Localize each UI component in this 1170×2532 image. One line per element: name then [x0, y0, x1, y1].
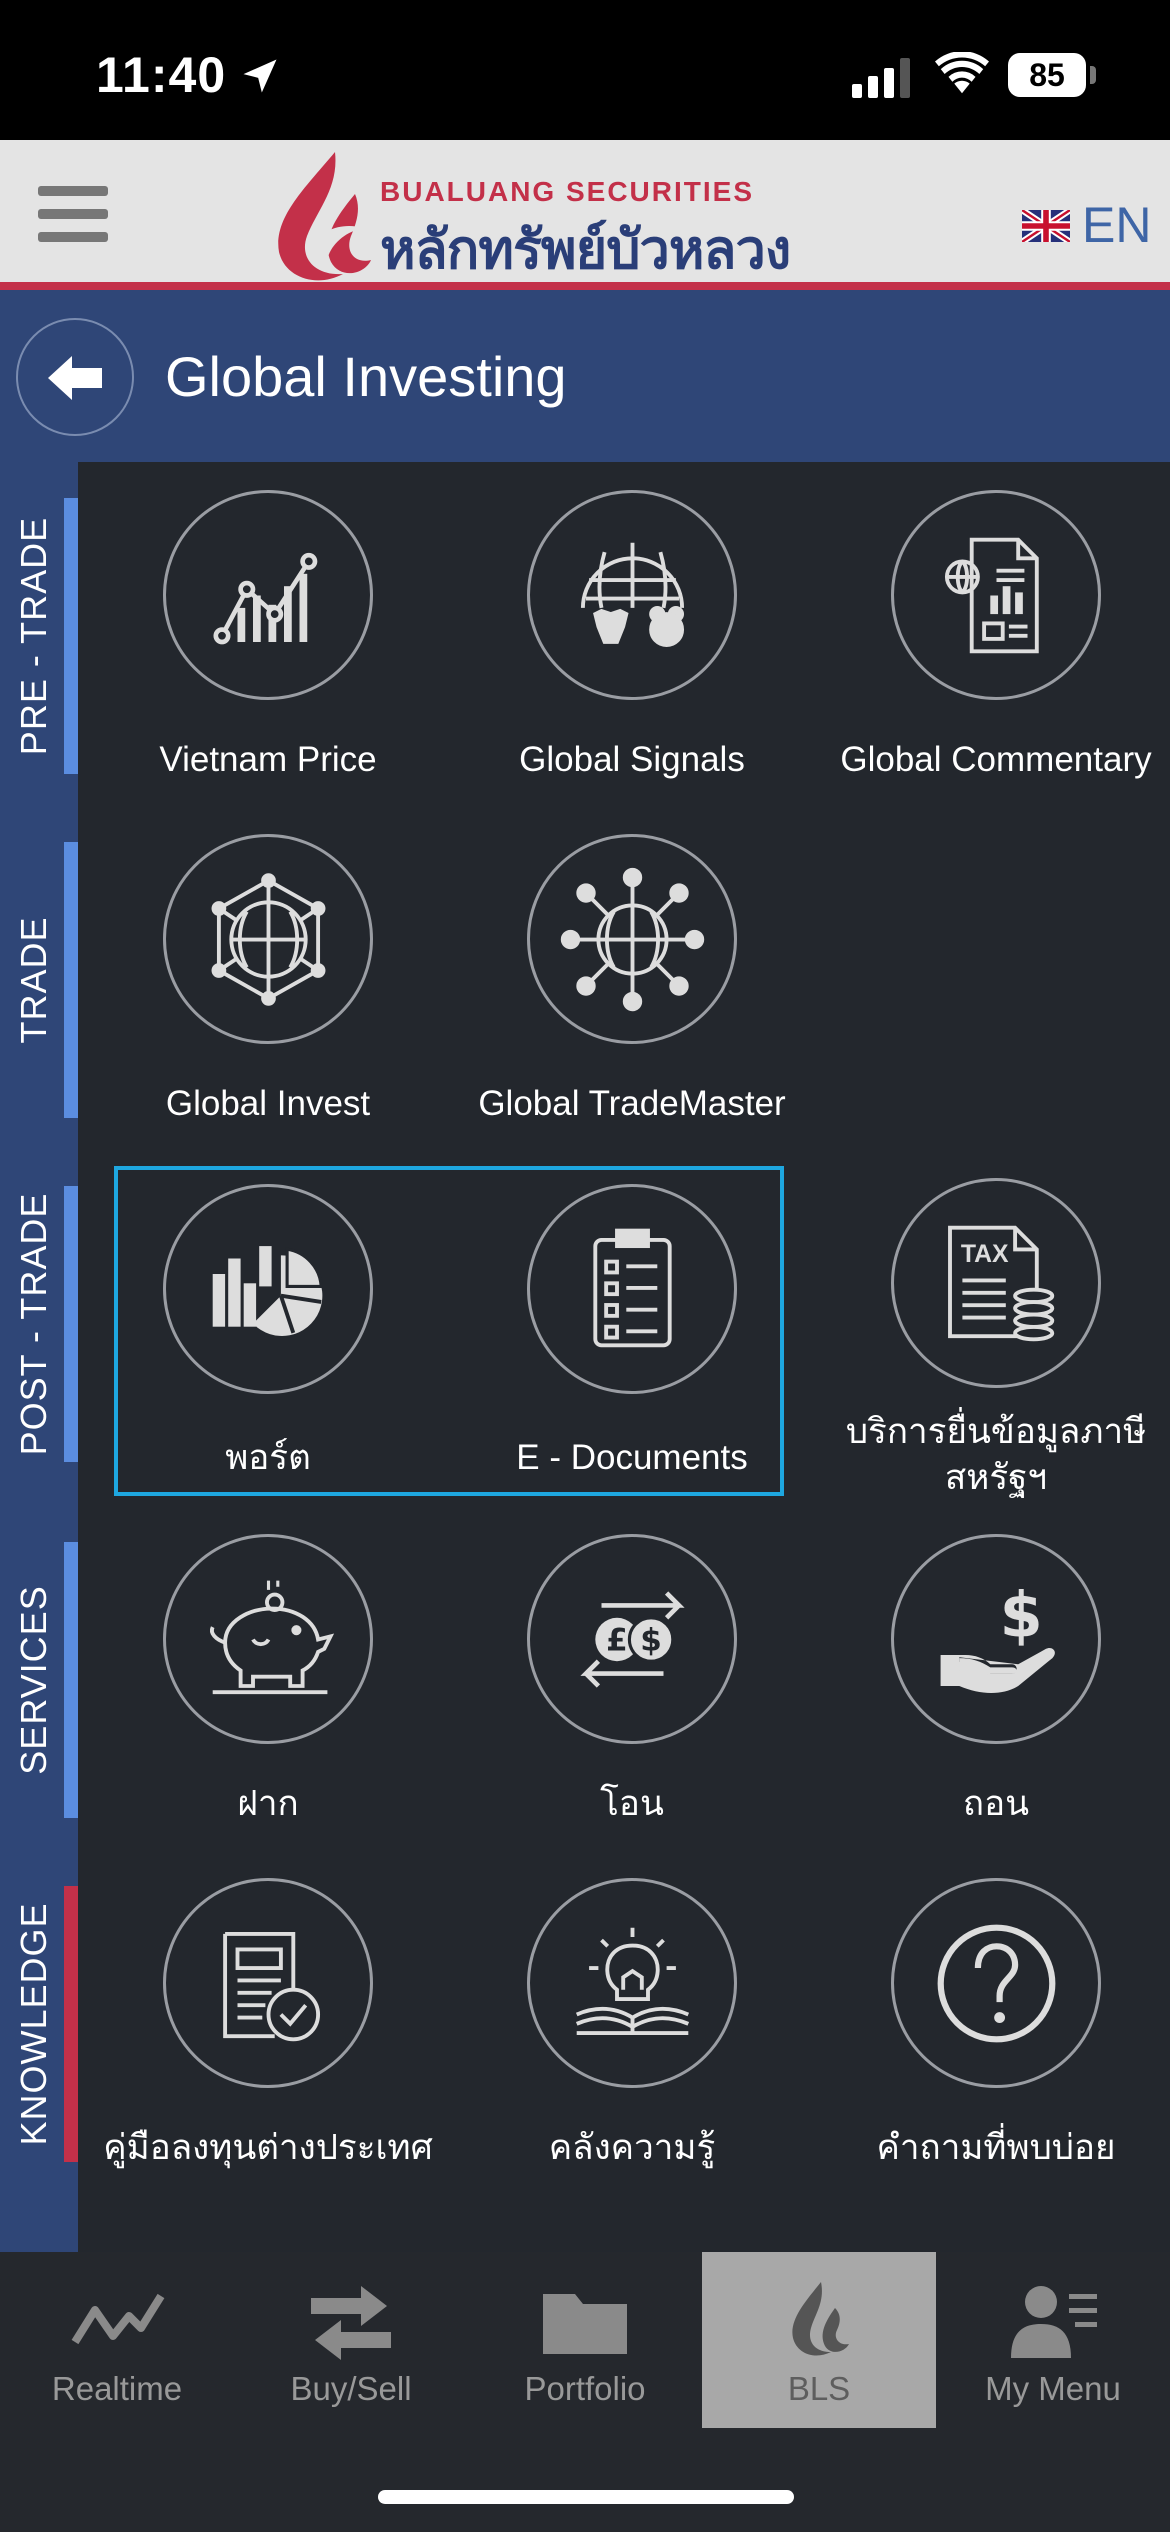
- menu-grid: Vietnam Price Global Signals: [78, 462, 1170, 2252]
- bls-lotus-icon: [792, 2282, 849, 2356]
- tile-label: Vietnam Price: [159, 740, 377, 779]
- app-header: BUALUANG SECURITIES หลักทรัพย์บัวหลวง EN: [0, 140, 1170, 290]
- svg-text:£: £: [606, 1622, 628, 1658]
- tile-label: Global Invest: [165, 1084, 371, 1123]
- tile-global-invest[interactable]: Global Invest: [78, 834, 458, 1123]
- nav-label: BLS: [787, 2370, 851, 2407]
- wifi-icon: [935, 52, 989, 94]
- question-mark-icon: [937, 1924, 1056, 2043]
- tile-vietnam-price[interactable]: Vietnam Price: [78, 490, 458, 779]
- battery-icon: 85: [1008, 53, 1086, 97]
- language-toggle[interactable]: EN: [1082, 197, 1152, 253]
- tile-portfolio[interactable]: พอร์ต: [78, 1184, 458, 1477]
- highlight-box: [114, 1166, 784, 1496]
- status-bar: 11:40 85: [0, 0, 1170, 140]
- tile-global-trademaster[interactable]: Global TradeMaster: [442, 834, 822, 1123]
- tile-e-documents[interactable]: E - Documents: [442, 1184, 822, 1477]
- globe-bull-bear-icon: [580, 542, 685, 648]
- cellular-signal-icon: [852, 58, 910, 98]
- line-chart-icon: [213, 552, 318, 645]
- checklist-clipboard-icon: [593, 1228, 672, 1348]
- swap-arrows-icon: [311, 2286, 391, 2360]
- location-arrow-icon: [243, 59, 277, 93]
- page-title: Global Investing: [165, 345, 567, 408]
- tile-global-commentary[interactable]: Global Commentary: [806, 490, 1170, 779]
- battery-level: 85: [1029, 57, 1065, 93]
- brand-name-th: หลักทรัพย์บัวหลวง: [380, 218, 791, 281]
- side-tab-label: POST - TRADE: [13, 1192, 54, 1456]
- hand-dollar-icon: $: [940, 1578, 1055, 1693]
- tile-knowledge-library[interactable]: คลังความรู้: [442, 1878, 822, 2167]
- side-tab-services[interactable]: SERVICES: [0, 1542, 78, 1818]
- tile-label: Global Signals: [519, 740, 745, 779]
- side-tab-trade[interactable]: TRADE: [0, 842, 78, 1118]
- globe-network-icon: [211, 873, 326, 1006]
- portfolio-pie-chart-icon: [212, 1246, 323, 1336]
- uk-flag-icon[interactable]: [1022, 210, 1070, 242]
- tile-faq[interactable]: คำถามที่พบบ่อย: [806, 1878, 1170, 2167]
- nav-bls[interactable]: BLS: [702, 2252, 936, 2428]
- tile-label-line2: สหรัฐฯ: [944, 1458, 1048, 1497]
- nav-realtime[interactable]: Realtime: [0, 2252, 234, 2428]
- hamburger-menu-icon[interactable]: [38, 186, 108, 242]
- nav-label: My Menu: [985, 2370, 1121, 2407]
- side-tab-label: TRADE: [13, 916, 54, 1044]
- tile-label: คลังความรู้: [548, 2128, 716, 2167]
- bottom-nav: Realtime Buy/Sell Portfolio BLS My Menu: [0, 2252, 1170, 2532]
- piggy-bank-icon: [210, 1580, 335, 1695]
- side-tab-label: PRE - TRADE: [13, 516, 54, 756]
- bualuang-logo-icon: [278, 152, 371, 281]
- report-document-icon: [944, 537, 1039, 654]
- tile-label: ถอน: [962, 1784, 1030, 1823]
- status-time: 11:40: [96, 47, 227, 103]
- side-tab-pre-trade[interactable]: PRE - TRADE: [0, 498, 78, 774]
- home-indicator[interactable]: [378, 2490, 794, 2504]
- battery-cap: [1090, 66, 1096, 84]
- nav-label: Buy/Sell: [290, 2370, 412, 2407]
- globe-nodes-icon: [560, 867, 705, 1012]
- user-menu-icon: [1011, 2286, 1097, 2358]
- tax-document-icon: TAX: [948, 1225, 1055, 1342]
- tile-label: โอน: [600, 1784, 664, 1823]
- nav-buy-sell[interactable]: Buy/Sell: [234, 2252, 468, 2428]
- nav-label: Portfolio: [524, 2370, 646, 2407]
- back-arrow-icon: [48, 356, 102, 400]
- back-button[interactable]: [16, 318, 134, 436]
- folder-icon: [543, 2294, 627, 2354]
- side-tab-label: SERVICES: [13, 1585, 54, 1775]
- nav-my-menu[interactable]: My Menu: [936, 2252, 1170, 2428]
- tile-label: คำถามที่พบบ่อย: [876, 2128, 1116, 2167]
- side-tab-rail: PRE - TRADE TRADE POST - TRADE SERVICES …: [0, 462, 78, 2252]
- lightbulb-book-icon: [575, 1927, 690, 2036]
- tile-global-signals[interactable]: Global Signals: [442, 490, 822, 779]
- tile-deposit[interactable]: ฝาก: [78, 1534, 458, 1823]
- tile-us-tax-filing[interactable]: TAX บริการยื่นข้อมูลภาษี สหรัฐฯ: [806, 1178, 1170, 1497]
- tile-label: Global Commentary: [840, 740, 1152, 779]
- tile-withdraw[interactable]: $ ถอน: [806, 1534, 1170, 1823]
- tile-label: ฝาก: [237, 1784, 299, 1823]
- tile-label: คู่มือลงทุนต่างประเทศ: [103, 2128, 433, 2167]
- title-bar: Global Investing: [0, 290, 1170, 462]
- nav-label: Realtime: [51, 2370, 183, 2407]
- svg-text:$: $: [640, 1622, 662, 1658]
- svg-text:TAX: TAX: [961, 1241, 1009, 1268]
- side-tab-label: KNOWLEDGE: [13, 1902, 54, 2146]
- tile-label: E - Documents: [516, 1438, 748, 1477]
- nav-portfolio[interactable]: Portfolio: [468, 2252, 702, 2428]
- side-tab-knowledge[interactable]: KNOWLEDGE: [0, 1886, 78, 2162]
- svg-text:$: $: [1000, 1578, 1043, 1651]
- brand-name-en: BUALUANG SECURITIES: [380, 176, 755, 207]
- zigzag-chart-icon: [71, 2293, 165, 2345]
- tile-label: พอร์ต: [225, 1438, 311, 1477]
- guide-book-check-icon: [223, 1931, 321, 2042]
- tile-label-line1: บริการยื่นข้อมูลภาษี: [845, 1412, 1147, 1451]
- tile-label: Global TradeMaster: [478, 1084, 786, 1123]
- currency-exchange-icon: £ $: [580, 1591, 685, 1688]
- side-tab-post-trade[interactable]: POST - TRADE: [0, 1186, 78, 1462]
- tile-transfer[interactable]: £ $ โอน: [442, 1534, 822, 1823]
- tile-overseas-investing-guide[interactable]: คู่มือลงทุนต่างประเทศ: [78, 1878, 458, 2167]
